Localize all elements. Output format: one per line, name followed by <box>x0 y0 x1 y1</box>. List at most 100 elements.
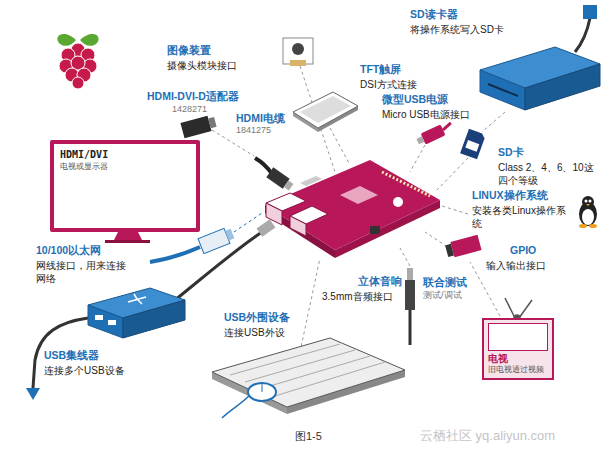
hdmi-cable <box>255 158 295 192</box>
node-title: HDMI/DVI <box>60 148 108 161</box>
audio-jack <box>407 268 413 280</box>
sd-card-reader <box>488 84 518 96</box>
component-title: LINUX操作系统 <box>472 189 548 202</box>
usb-hub <box>108 320 116 325</box>
mouse <box>222 383 276 418</box>
tft-screen <box>293 92 358 128</box>
ethernet-cable <box>198 228 230 253</box>
hdmi-dvi-adapter <box>180 114 217 138</box>
component-note: 连接多个USB设备 <box>44 364 125 377</box>
leader-lines <box>442 206 468 214</box>
camera-module <box>283 38 313 66</box>
pi-board <box>265 160 440 250</box>
component-title: USB集线器 <box>44 349 99 362</box>
tv-set: 电视旧电视通过视频 <box>482 318 554 380</box>
linux-penguin <box>582 196 594 208</box>
monitor-stand <box>105 232 150 243</box>
sd-card-reader <box>583 5 597 19</box>
ethernet-cable <box>198 226 236 254</box>
micro-usb-plug <box>421 124 446 144</box>
pi-board <box>290 216 306 236</box>
ethernet-cable <box>225 229 234 241</box>
audio-jack <box>405 268 415 345</box>
tv-antenna <box>519 300 532 318</box>
gpio-connector <box>450 235 481 258</box>
usb-hub <box>128 294 146 304</box>
usb-hub <box>26 388 40 400</box>
sd-card <box>460 129 486 160</box>
tv-screen <box>488 323 548 351</box>
tv-antenna <box>505 298 515 318</box>
leader-lines <box>400 248 410 266</box>
component-title: GPIO <box>510 244 536 257</box>
part-number: 1428271 <box>172 104 207 115</box>
pi-board <box>382 172 430 196</box>
component-note: 测试/调试 <box>423 290 462 301</box>
sd-card-reader <box>480 70 525 110</box>
raspberry-logo <box>72 77 84 89</box>
hdmi-dvi-adapter <box>208 117 216 128</box>
raspberry-logo <box>57 34 76 46</box>
figure-caption: 图1-5 <box>295 429 322 443</box>
usb-hub <box>95 315 103 320</box>
sd-card-reader <box>575 18 590 52</box>
sd-card-reader <box>525 64 600 110</box>
leader-lines <box>410 145 425 172</box>
component-note: 输入输出接口 <box>486 259 546 272</box>
component-title: HDMI电缆 <box>236 112 285 125</box>
linux-penguin <box>582 209 594 225</box>
component-title: HDMI-DVI-D适配器 <box>147 90 239 103</box>
gpio-connector <box>445 235 482 259</box>
ethernet-cable <box>150 247 200 262</box>
component-note: 网线接口，用来连接网络 <box>36 259 128 285</box>
raspberry-logo <box>59 43 97 89</box>
pi-board <box>265 160 440 258</box>
component-title: 微型USB电源 <box>382 93 448 106</box>
component-title: SD卡 <box>498 146 524 159</box>
micro-usb-plug <box>416 136 424 144</box>
component-title: TFT触屏 <box>360 63 401 76</box>
leader-lines <box>435 158 468 192</box>
monitor-stand <box>105 240 150 243</box>
keyboard <box>212 338 405 407</box>
mouse <box>222 395 250 418</box>
audio-jack <box>405 280 415 310</box>
pi-board <box>300 176 322 186</box>
hdmi-cable <box>255 158 272 174</box>
pi-board <box>370 226 380 234</box>
linux-penguin <box>589 200 592 203</box>
part-number: 1841275 <box>236 125 271 136</box>
linux-penguin <box>586 204 590 206</box>
pi-board <box>340 186 378 204</box>
component-note: Class 2、4、6、10这四个等级 <box>498 161 602 187</box>
tft-screen <box>300 96 351 123</box>
sd-card <box>465 140 479 152</box>
node-note: 电视或显示器 <box>60 161 108 172</box>
micro-usb-plug <box>442 123 452 130</box>
mouse <box>248 383 276 401</box>
linux-penguin <box>579 202 597 226</box>
pi-board <box>393 197 403 207</box>
raspberry-logo <box>57 34 98 89</box>
component-title: 10/100以太网 <box>36 244 101 257</box>
sd-card <box>460 129 486 160</box>
leader-lines <box>300 258 320 352</box>
component-title: 联合测试 <box>423 276 467 289</box>
component-note: 连接USB外设 <box>224 326 285 339</box>
linux-penguin <box>579 224 587 228</box>
usb-hub <box>257 219 276 236</box>
leader-lines <box>330 128 350 165</box>
micro-usb-plug <box>415 120 455 147</box>
leader-lines <box>212 66 505 352</box>
audio-jack <box>409 310 412 345</box>
gpio-connector <box>445 244 454 257</box>
component-note: DSI方式连接 <box>360 78 417 91</box>
camera-module <box>290 60 306 66</box>
monitor-screen: HDMI/DVI电视或显示器 <box>50 140 200 232</box>
usb-hub <box>88 305 123 338</box>
camera-module <box>292 43 304 55</box>
usb-hub <box>123 300 185 338</box>
